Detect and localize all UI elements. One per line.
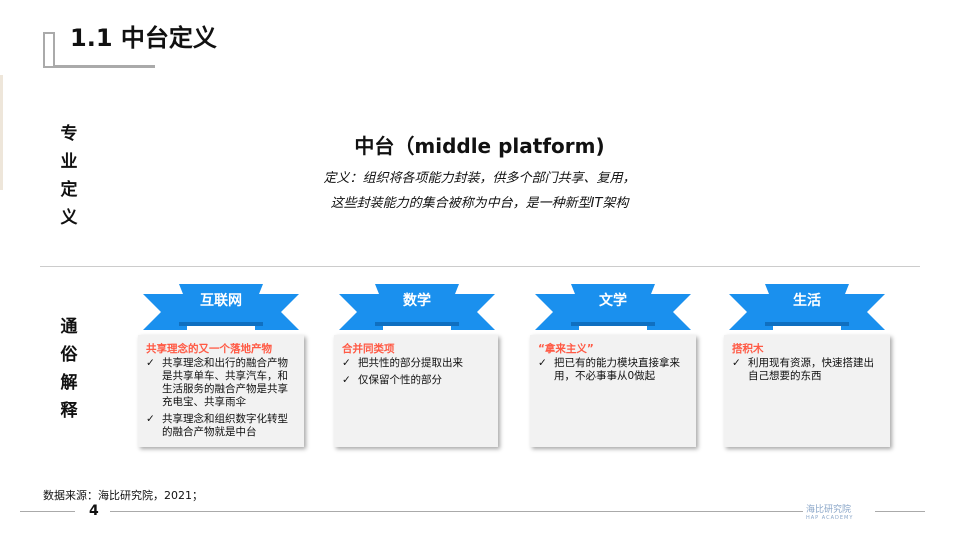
logo-text: 海比研究院: [806, 505, 852, 515]
ribbon-banner: 生活: [729, 284, 885, 332]
ribbon-banner: 互联网: [143, 284, 299, 332]
data-source: 数据来源：海比研究院，2021；: [43, 489, 203, 502]
page-title: 1.1 中台定义: [70, 24, 217, 52]
card-title: 搭积木: [732, 343, 764, 355]
professional-definition-label: 专业定义: [58, 120, 80, 232]
card-item: ✓ 把共性的部分提取出来: [342, 357, 490, 370]
label-char: 解: [60, 373, 78, 393]
definition-line-2: 这些封装能力的集合被称为中台，是一种新型IT架构: [330, 196, 629, 211]
ribbon-label: 文学: [599, 293, 627, 309]
card-item: ✓ 把已有的能力模块直接拿来用，不必事事从0做起: [538, 357, 688, 383]
card-title: 共享理念的又一个落地产物: [146, 343, 272, 355]
definition-line-1: 定义：组织将各项能力封装，供多个部门共享、复用，: [323, 171, 636, 186]
section-divider: [40, 266, 920, 267]
card-item-text: 把已有的能力模块直接拿来用，不必事事从0做起: [554, 357, 680, 382]
explanation-card: 合并同类项 ✓ 把共性的部分提取出来 ✓ 仅保留个性的部分: [334, 335, 498, 447]
card-item-text: 把共性的部分提取出来: [358, 357, 463, 369]
card-item-text: 仅保留个性的部分: [358, 374, 442, 386]
label-char: 通: [60, 317, 78, 337]
footer-line: [875, 511, 925, 512]
logo-subtext: HAP ACADEMY: [806, 515, 854, 521]
ribbon-label: 数学: [403, 293, 431, 309]
card-item: ✓ 共享理念和出行的融合产物是共享单车、共享汽车，和生活服务的融合产物是共享充电宝…: [146, 357, 296, 409]
page-number: 4: [89, 503, 99, 519]
check-icon: ✓: [146, 413, 155, 425]
card-item: ✓ 共享理念和组织数字化转型的融合产物就是中台: [146, 413, 296, 439]
title-underline: [55, 65, 155, 68]
card-title: “拿来主义”: [538, 343, 594, 355]
popular-explanation-label: 通俗解释: [58, 313, 80, 425]
label-char: 俗: [60, 345, 78, 365]
title-decoration: [43, 32, 55, 68]
card-item-text: 利用现有资源，快速搭建出自己想要的东西: [748, 357, 874, 382]
ribbon-banner: 文学: [535, 284, 691, 332]
label-char: 释: [60, 401, 78, 421]
ribbon-shape: [535, 284, 691, 330]
check-icon: ✓: [146, 357, 155, 369]
card-item-text: 共享理念和出行的融合产物是共享单车、共享汽车，和生活服务的融合产物是共享充电宝、…: [162, 357, 288, 408]
card-title: 合并同类项: [342, 343, 395, 355]
card-item-text: 共享理念和组织数字化转型的融合产物就是中台: [162, 413, 288, 438]
footer-line: [110, 511, 803, 512]
card-item: ✓ 利用现有资源，快速搭建出自己想要的东西: [732, 357, 882, 383]
check-icon: ✓: [342, 357, 351, 369]
ribbon-label: 生活: [793, 293, 821, 309]
left-accent-strip: [0, 75, 3, 190]
ribbon-shape: [339, 284, 495, 330]
check-icon: ✓: [732, 357, 741, 369]
label-char: 专: [60, 124, 78, 144]
label-char: 定: [60, 180, 78, 200]
footer-line: [20, 511, 75, 512]
ribbon-label: 互联网: [200, 293, 242, 309]
section-heading: 中台（middle platform): [354, 134, 605, 158]
ribbon-shape: [143, 284, 299, 330]
explanation-card: 共享理念的又一个落地产物 ✓ 共享理念和出行的融合产物是共享单车、共享汽车，和生活服…: [138, 335, 304, 447]
ribbon-shape: [729, 284, 885, 330]
label-char: 业: [60, 152, 78, 172]
check-icon: ✓: [342, 374, 351, 386]
explanation-card: 搭积木 ✓ 利用现有资源，快速搭建出自己想要的东西: [724, 335, 890, 447]
check-icon: ✓: [538, 357, 547, 369]
label-char: 义: [60, 208, 78, 228]
card-item: ✓ 仅保留个性的部分: [342, 374, 490, 387]
explanation-card: “拿来主义” ✓ 把已有的能力模块直接拿来用，不必事事从0做起: [530, 335, 696, 447]
ribbon-banner: 数学: [339, 284, 495, 332]
